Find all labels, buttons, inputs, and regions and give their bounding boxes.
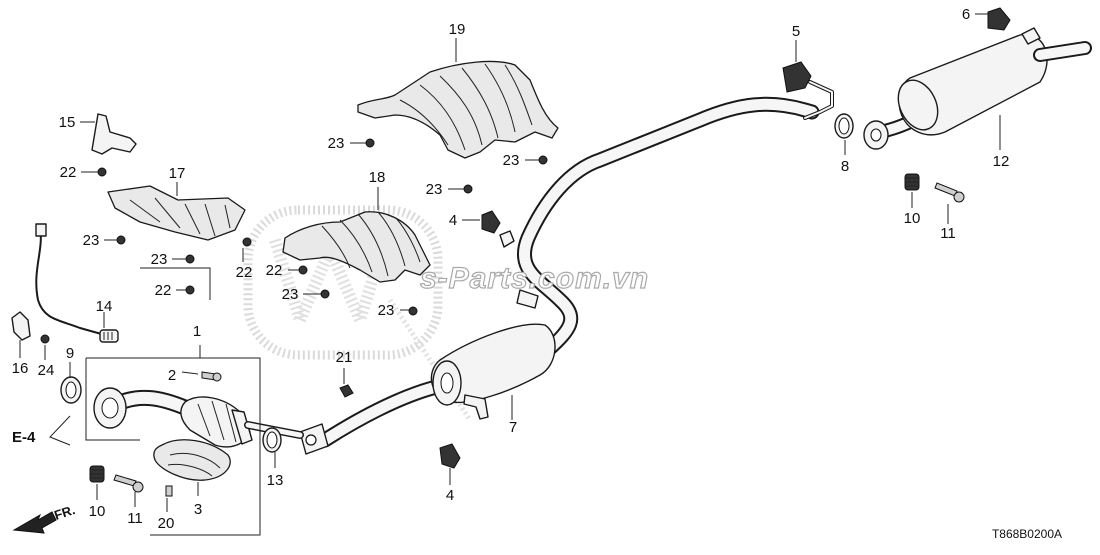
ref-bracket-e4: [49, 415, 71, 446]
callout-24: 24: [38, 362, 55, 379]
callout-19: 19: [449, 21, 466, 38]
callout-20: 20: [158, 515, 175, 532]
heat-shield-18: [282, 211, 431, 283]
diagram-code: T868B0200A: [992, 527, 1062, 541]
callout-9: 9: [66, 345, 74, 362]
callout-21: 21: [336, 349, 353, 366]
callout-10-rear: 10: [904, 210, 921, 227]
bracket-15: [91, 113, 137, 155]
callout-22-b: 22: [236, 264, 253, 281]
watermark-text: s-Parts.com.vn: [420, 262, 649, 295]
rear-hanger: [782, 61, 834, 120]
callout-11-front: 11: [127, 510, 143, 527]
callout-23-f: 23: [426, 181, 443, 198]
bolt-11-rear: [934, 182, 965, 203]
leader-lines: [19, 13, 1001, 512]
rear-muffler: [863, 27, 1092, 150]
middle-muffler: [430, 323, 556, 420]
callout-22-a: 22: [60, 164, 77, 181]
callout-23-c: 23: [282, 286, 299, 303]
heat-shield-19: [357, 60, 559, 159]
callout-18: 18: [369, 169, 386, 186]
front-direction-arrow: [12, 511, 57, 534]
front-flange: [299, 423, 329, 455]
rubber-mount-4-upper: [481, 210, 501, 234]
callout-6: 6: [962, 6, 970, 23]
callout-15: 15: [59, 114, 76, 131]
callout-13: 13: [267, 472, 284, 489]
callout-4-lower: 4: [446, 487, 454, 504]
callout-23-a: 23: [83, 232, 100, 249]
callout-23-g: 23: [503, 152, 520, 169]
callout-12: 12: [993, 153, 1010, 170]
ref-label-e4: E-4: [12, 429, 36, 446]
callout-4-upper: 4: [449, 212, 457, 229]
bracket-16: [11, 311, 31, 341]
callout-11-rear: 11: [940, 225, 956, 242]
callout-3: 3: [194, 501, 202, 518]
callout-17: 17: [169, 165, 186, 182]
callout-16: 16: [12, 360, 29, 377]
callout-23-b: 23: [151, 251, 168, 268]
callout-10-front: 10: [89, 503, 106, 520]
lower-heat-shield: [153, 439, 231, 481]
direction-label: FR.: [52, 502, 77, 523]
hanger-6: [987, 7, 1011, 31]
spring-10-rear: [904, 173, 920, 191]
callout-23-e: 23: [328, 135, 345, 152]
rubber-mount-4-lower: [439, 443, 461, 469]
group-bracket-1: [85, 345, 261, 536]
callout-labels: 1 2 3 4 4 5 6 7 8 9 10 10 11 11 12 13 14…: [12, 6, 1010, 532]
callout-1: 1: [193, 323, 201, 340]
callout-14: 14: [96, 298, 113, 315]
callout-8: 8: [841, 158, 849, 175]
oxygen-sensor: [35, 223, 119, 343]
heat-shield-17: [107, 185, 246, 241]
small-fasteners: [40, 138, 548, 497]
callout-22-d: 22: [266, 262, 283, 279]
callout-22-c: 22: [155, 282, 172, 299]
callout-23-d: 23: [378, 302, 395, 319]
callout-5: 5: [792, 23, 800, 40]
callout-7: 7: [509, 419, 517, 436]
spring-10-front: [89, 465, 105, 483]
bolt-11-front: [113, 474, 144, 493]
group-bracket-22: [140, 267, 211, 300]
callout-2: 2: [168, 367, 176, 384]
